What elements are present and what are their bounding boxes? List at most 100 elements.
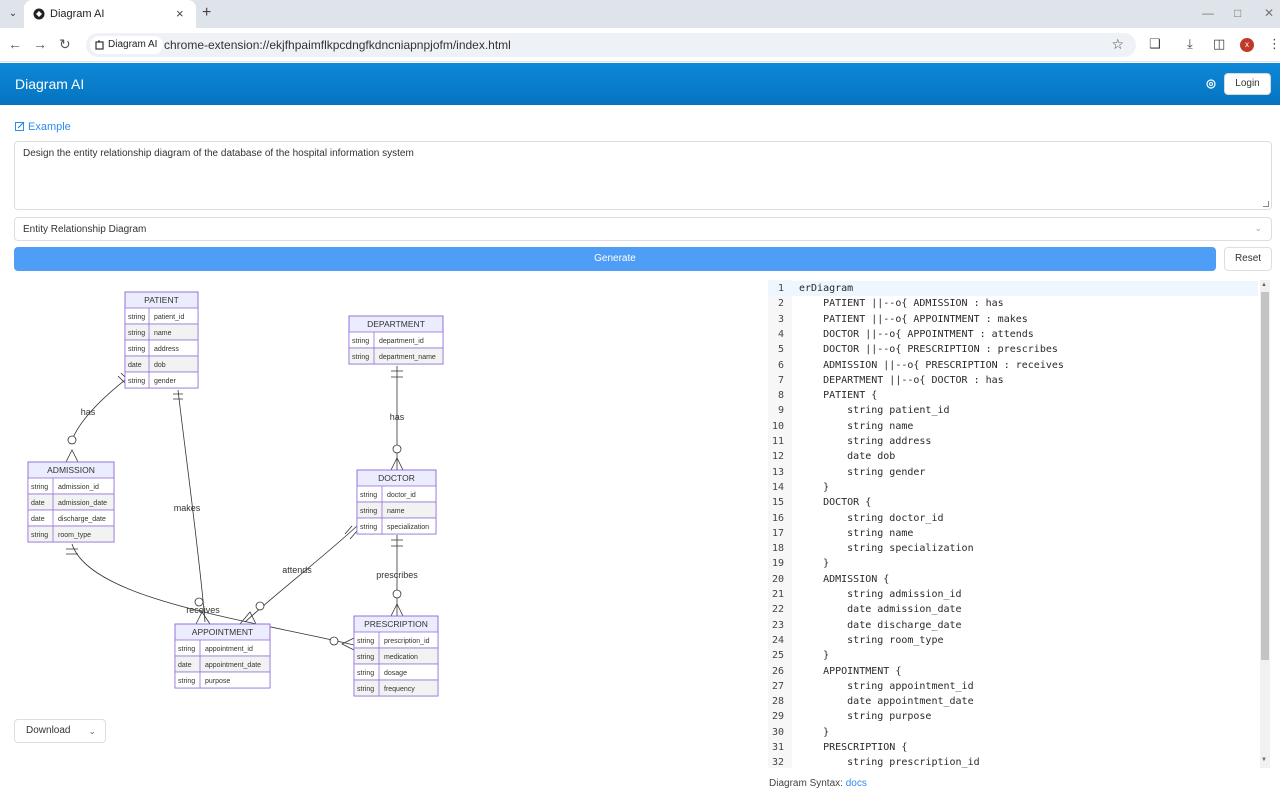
resize-handle[interactable] bbox=[1263, 201, 1269, 207]
scroll-down-icon[interactable]: ▼ bbox=[1261, 757, 1267, 763]
example-link[interactable]: Example bbox=[15, 121, 71, 133]
rel-label-attends: attends bbox=[282, 565, 312, 575]
attribute-name: patient_id bbox=[154, 314, 184, 321]
address-bar[interactable]: Diagram AI chrome-extension://ekjfhpaimf… bbox=[86, 33, 1136, 57]
tab-search-icon[interactable]: ⌄ bbox=[8, 8, 18, 19]
code-text: string name bbox=[799, 527, 914, 539]
code-text: string purpose bbox=[799, 711, 932, 723]
attribute-type: date bbox=[178, 662, 192, 669]
syntax-note: Diagram Syntax: docs bbox=[769, 778, 867, 789]
line-number: 18 bbox=[771, 543, 784, 555]
example-label: Example bbox=[28, 121, 71, 133]
line-number: 31 bbox=[771, 742, 784, 753]
attribute-name: prescription_id bbox=[384, 638, 430, 645]
attribute-name: appointment_date bbox=[205, 662, 261, 669]
line-number: 16 bbox=[771, 512, 784, 524]
code-line: 26 APPOINTMENT { bbox=[768, 664, 1258, 679]
download-button[interactable]: Download ⌄ bbox=[14, 719, 106, 743]
code-line: 24 string room_type bbox=[768, 633, 1258, 648]
bookmark-star-icon[interactable]: ☆ bbox=[1111, 36, 1124, 52]
download-icon[interactable]: ⤓ bbox=[1187, 36, 1193, 51]
code-text: DOCTOR ||--o{ APPOINTMENT : attends bbox=[799, 328, 1034, 340]
line-number: 14 bbox=[771, 481, 784, 493]
rel-line-patient-appointment bbox=[177, 389, 206, 623]
profile-avatar[interactable]: x bbox=[1240, 38, 1254, 52]
syntax-prefix: Diagram Syntax: bbox=[769, 778, 843, 789]
prompt-textarea[interactable]: Design the entity relationship diagram o… bbox=[14, 141, 1272, 210]
code-line: 25 } bbox=[768, 648, 1258, 663]
code-text: PRESCRIPTION { bbox=[799, 742, 908, 753]
attribute-name: dosage bbox=[384, 670, 407, 677]
side-panel-icon[interactable]: ◫ bbox=[1213, 36, 1226, 51]
entity-title: PATIENT bbox=[144, 295, 179, 305]
generate-button[interactable]: Generate bbox=[14, 247, 1216, 271]
url-text: chrome-extension://ekjfhpaimflkpcdngfkdn… bbox=[164, 38, 511, 52]
code-text: DEPARTMENT ||--o{ DOCTOR : has bbox=[799, 374, 1004, 386]
attribute-type: string bbox=[178, 678, 195, 685]
maximize-icon[interactable]: □ bbox=[1234, 6, 1242, 20]
code-line: 2 PATIENT ||--o{ ADMISSION : has bbox=[768, 296, 1258, 311]
close-window-icon[interactable]: ✕ bbox=[1264, 6, 1275, 20]
login-button[interactable]: Login bbox=[1224, 73, 1271, 95]
back-icon[interactable]: ← bbox=[8, 36, 22, 52]
site-chip-label: Diagram AI bbox=[108, 39, 158, 50]
code-text: string address bbox=[799, 436, 932, 447]
browser-tab[interactable]: Diagram AI × bbox=[24, 0, 196, 28]
attribute-name: appointment_id bbox=[205, 646, 253, 653]
scroll-up-icon[interactable]: ▲ bbox=[1261, 282, 1267, 288]
tab-close-icon[interactable]: × bbox=[176, 6, 184, 21]
code-line: 32 string prescription_id bbox=[768, 755, 1258, 768]
browser-menu-icon[interactable]: ⋮ bbox=[1268, 36, 1280, 51]
new-tab-icon[interactable]: + bbox=[202, 4, 212, 21]
attribute-type: string bbox=[357, 686, 374, 693]
settings-gear-icon[interactable] bbox=[1205, 78, 1217, 90]
chevron-down-icon: ⌄ bbox=[88, 726, 96, 736]
attribute-type: string bbox=[360, 508, 377, 515]
line-number: 9 bbox=[777, 405, 784, 417]
code-text: } bbox=[799, 726, 830, 738]
code-text: string admission_id bbox=[799, 589, 962, 600]
code-line: 17 string name bbox=[768, 526, 1258, 541]
line-number: 17 bbox=[771, 527, 784, 539]
line-number: 15 bbox=[771, 497, 784, 509]
tab-favicon-icon bbox=[33, 8, 45, 20]
line-number: 10 bbox=[771, 420, 784, 432]
extensions-icon[interactable]: ❑ bbox=[1149, 36, 1161, 51]
diagram-type-select[interactable]: Entity Relationship Diagram ⌄ bbox=[14, 217, 1272, 241]
code-text: string patient_id bbox=[799, 405, 950, 417]
extension-icon bbox=[95, 40, 104, 50]
attribute-name: dob bbox=[154, 362, 166, 369]
code-text: ADMISSION { bbox=[799, 573, 890, 585]
line-number: 4 bbox=[777, 328, 784, 340]
docs-link[interactable]: docs bbox=[845, 778, 867, 789]
code-line: 9 string patient_id bbox=[768, 403, 1258, 418]
line-number: 6 bbox=[777, 359, 784, 371]
diagram-type-value: Entity Relationship Diagram bbox=[23, 224, 147, 235]
code-line: 23 date discharge_date bbox=[768, 618, 1258, 633]
attribute-type: string bbox=[31, 532, 48, 539]
entity-title: PRESCRIPTION bbox=[364, 619, 428, 629]
line-number: 19 bbox=[771, 558, 784, 570]
browser-tabstrip: ⌄ Diagram AI × + — □ ✕ bbox=[0, 0, 1280, 28]
code-line: 13 string gender bbox=[768, 465, 1258, 480]
reload-icon[interactable]: ↻ bbox=[59, 36, 71, 52]
edit-icon bbox=[15, 121, 25, 131]
line-number: 21 bbox=[771, 589, 784, 600]
minimize-icon[interactable]: — bbox=[1202, 6, 1214, 20]
entity-attribute-row bbox=[348, 347, 444, 365]
attribute-type: string bbox=[360, 492, 377, 499]
attribute-type: string bbox=[357, 670, 374, 677]
attribute-name: name bbox=[387, 508, 405, 515]
attribute-type: string bbox=[352, 354, 369, 361]
reset-button[interactable]: Reset bbox=[1224, 247, 1272, 271]
forward-icon[interactable]: → bbox=[33, 36, 47, 52]
attribute-type: string bbox=[128, 314, 145, 321]
line-number: 7 bbox=[777, 374, 784, 386]
editor-scrollbar-thumb[interactable] bbox=[1261, 292, 1269, 660]
entity-title: APPOINTMENT bbox=[192, 627, 253, 637]
site-info-chip[interactable]: Diagram AI bbox=[90, 36, 164, 54]
attribute-name: room_type bbox=[58, 532, 91, 539]
code-text: } bbox=[799, 558, 830, 570]
line-number: 5 bbox=[777, 344, 784, 356]
